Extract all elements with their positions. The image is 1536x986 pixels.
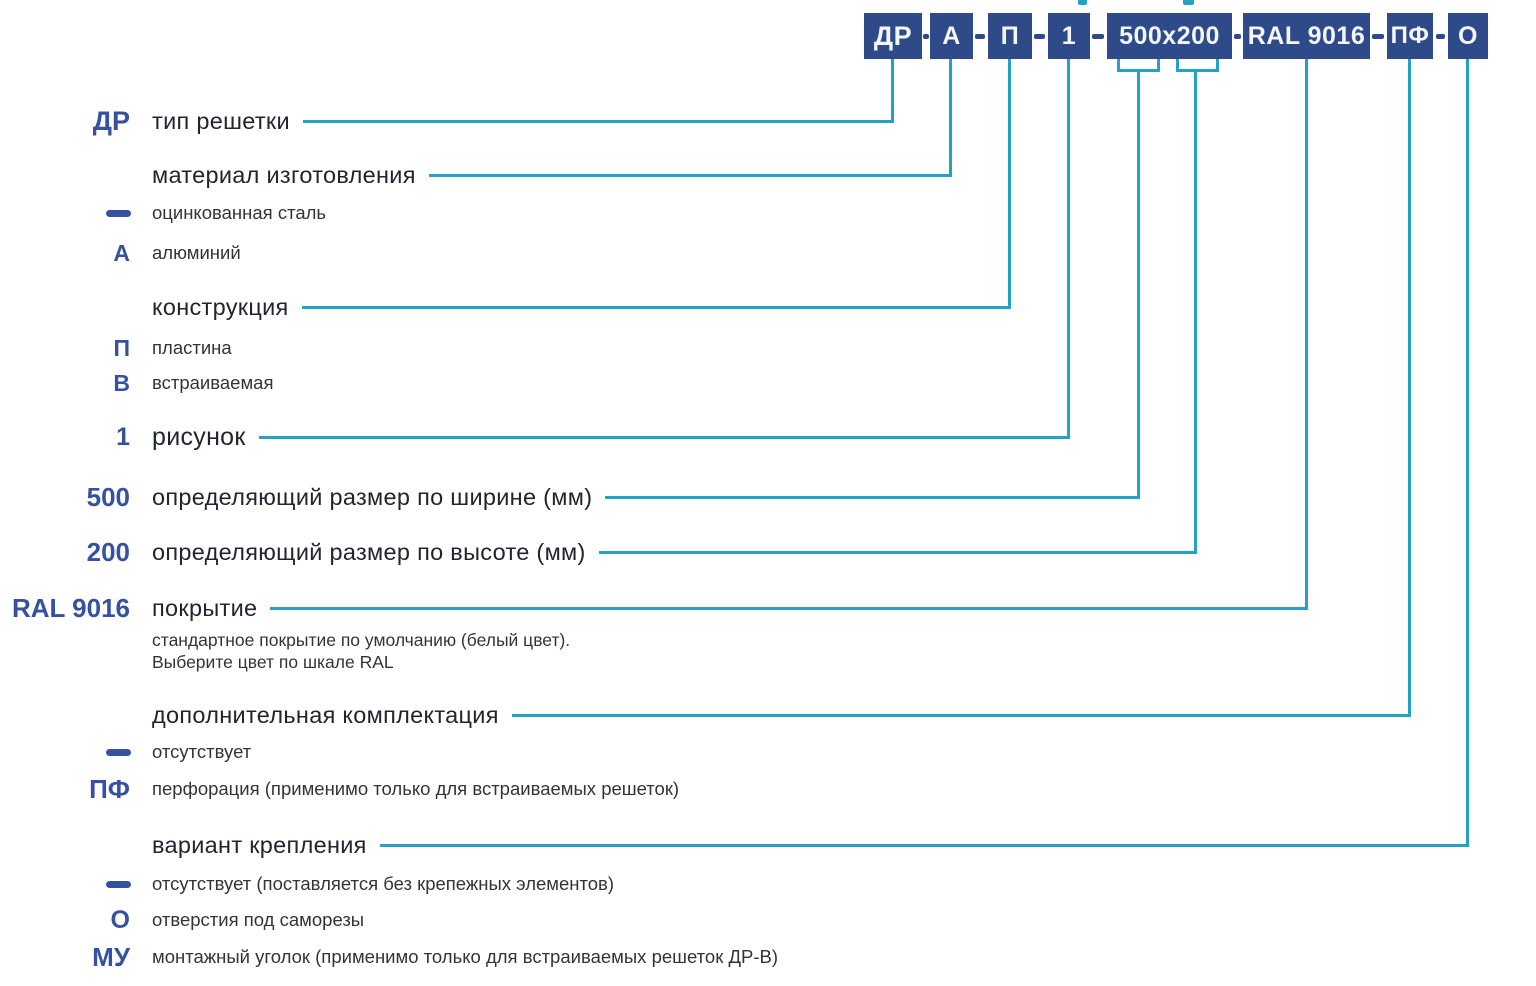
legend-row-extra: дополнительная комплектация [152,697,1411,733]
code-box-material: А [930,13,973,59]
material-heading: материал изготовления [152,161,416,188]
code-label-pattern: 1 [116,423,130,451]
connector-height [1194,71,1197,554]
pattern-heading: рисунок [152,422,246,451]
option-builtin: встраиваемая [152,372,274,393]
construction-heading: конструкция [152,293,289,320]
option-screw-holes: отверстия под саморезы [152,909,365,930]
coating-note: стандартное покрытие по умолчанию (белый… [152,629,570,673]
mounting-line [379,843,1469,847]
code-separator-dash [1436,34,1445,39]
code-box-grille-type: ДР [864,13,922,59]
code-box-size: 500x200 [1107,13,1232,59]
connector-extra [1408,59,1411,717]
connector-pattern [1067,59,1070,439]
connector-construction [1008,59,1011,309]
height-heading: определяющий размер по высоте (мм) [152,538,586,565]
cropped-title-remnant [1078,0,1087,5]
code-separator-dash [923,34,929,39]
code-label-grille-type: ДР [92,106,130,136]
option-extra-none: отсутствует [152,741,252,762]
legend-row-construction: конструкция [152,289,1011,325]
code-box-construction: П [988,13,1032,59]
dash-icon [106,881,131,888]
height-line [598,550,1197,554]
legend-row-grille-type: тип решетки [152,103,894,139]
code-separator-dash [1092,34,1104,39]
code-separator-dash [1234,34,1241,39]
code-label-mounting-angle: МУ [92,942,130,972]
mounting-heading: вариант крепления [152,831,367,858]
code-box-extra: ПФ [1387,13,1433,59]
code-label-builtin: В [113,370,130,396]
coating-line [270,606,1308,610]
width-digits-bracket [1117,59,1160,72]
option-mounting-none: отсутствует (поставляется без крепежных … [152,873,615,894]
coating-note-line-1: стандартное покрытие по умолчанию (белый… [152,630,571,650]
legend-row-coating: покрытие [152,590,1308,626]
code-label-aluminium: А [113,240,130,266]
option-mounting-angle: монтажный уголок (применимо только для в… [152,946,778,967]
code-box-pattern: 1 [1048,13,1090,59]
option-perforation: перфорация (применимо только для встраив… [152,778,680,799]
connector-mounting [1466,59,1469,847]
code-box-coating: RAL 9016 [1243,13,1370,59]
cropped-title-remnant [1183,0,1194,5]
code-label-coating: RAL 9016 [11,593,130,623]
coating-note-line-2: Выберите цвет по шкале RAL [152,652,394,672]
grille-type-heading: тип решетки [152,107,290,134]
connector-material [949,59,952,177]
grille-type-line [302,119,894,123]
connector-coating [1305,59,1308,610]
pattern-line [258,435,1070,439]
dash-icon [106,749,131,756]
legend-row-mounting: вариант крепления [152,827,1469,863]
code-label-width: 500 [86,482,130,512]
construction-line [301,305,1011,309]
coating-heading: покрытие [152,594,258,621]
code-separator-dash [975,34,985,39]
legend-row-width: определяющий размер по ширине (мм) [152,479,1140,515]
material-line [428,173,952,177]
code-label-perforation: ПФ [89,774,130,804]
legend-row-height: определяющий размер по высоте (мм) [152,534,1197,570]
extra-line [511,713,1411,717]
code-label-plate: П [113,335,130,361]
code-label-screw-holes: О [110,906,130,934]
option-plate: пластина [152,337,232,358]
code-separator-dash [1034,34,1045,39]
option-aluminium: алюминий [152,242,241,263]
connector-grille-type [891,59,894,123]
code-separator-dash [1372,34,1384,39]
width-heading: определяющий размер по ширине (мм) [152,483,593,510]
height-digits-bracket [1176,59,1219,72]
option-galvanized-steel: оцинкованная сталь [152,202,327,223]
dash-icon [106,210,131,217]
code-label-height: 200 [86,537,130,567]
connector-width [1137,71,1140,499]
width-line [605,495,1140,499]
extra-heading: дополнительная комплектация [152,701,499,728]
legend-row-pattern: рисунок [152,419,1070,455]
code-box-mounting: О [1448,13,1488,59]
legend-row-material: материал изготовления [152,157,952,193]
